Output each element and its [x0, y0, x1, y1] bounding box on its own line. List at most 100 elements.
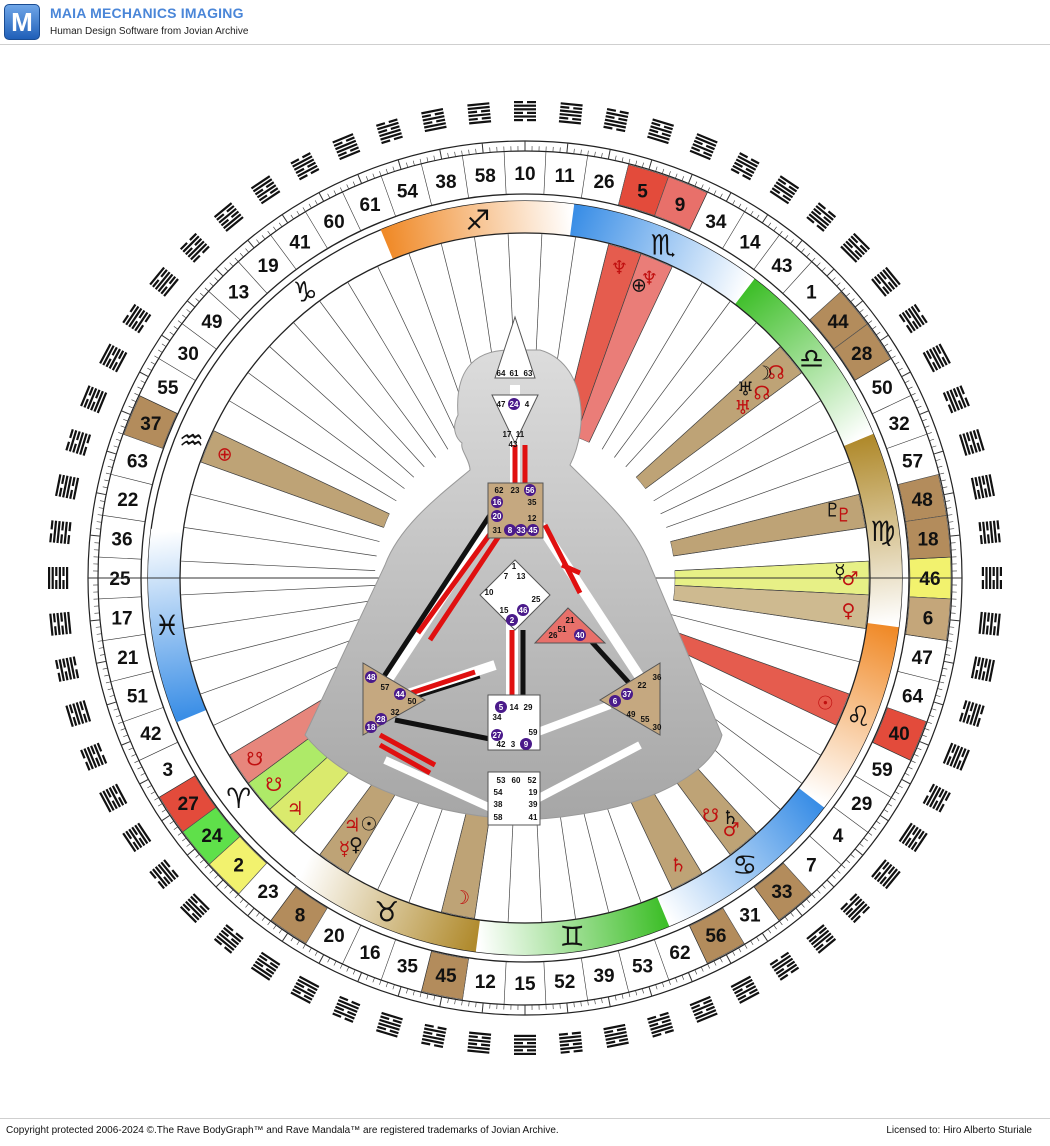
hexagram-line — [64, 522, 68, 544]
hexagram-icon — [467, 1032, 491, 1054]
hexagram-icon — [251, 952, 281, 981]
degree-tick — [919, 411, 928, 415]
hexagram-line — [993, 521, 997, 543]
gate-number-label: 45 — [435, 966, 457, 987]
bodygraph-gate-label: 63 — [524, 369, 533, 378]
degree-tick — [675, 978, 677, 983]
degree-tick — [864, 315, 868, 318]
degree-tick — [100, 501, 105, 502]
degree-tick — [386, 982, 388, 987]
degree-tick — [98, 641, 103, 642]
hexagram-line — [989, 567, 991, 589]
degree-tick — [745, 944, 748, 948]
gate-number-label: 30 — [178, 344, 199, 365]
bodygraph-gate-label: 1 — [512, 562, 517, 571]
hexagram-line — [996, 567, 998, 589]
degree-tick — [162, 809, 166, 812]
degree-tick — [837, 283, 841, 286]
hexagram-icon — [180, 893, 210, 923]
degree-tick — [420, 992, 421, 997]
hexagram-line — [58, 673, 62, 682]
degree-tick — [373, 978, 375, 983]
hexagram-icon — [871, 859, 901, 889]
degree-tick — [629, 992, 630, 997]
degree-tick — [138, 387, 142, 389]
hexagram-line — [993, 626, 996, 635]
hexagram-line — [993, 567, 995, 576]
bodygraph-gate-label: 29 — [524, 703, 533, 712]
gate-divider — [544, 152, 546, 195]
hexagram-icon — [122, 304, 151, 334]
degree-tick — [927, 432, 932, 434]
degree-tick — [868, 321, 872, 324]
license-text: Licensed to: Hiro Alberto Sturiale — [886, 1125, 1032, 1136]
degree-tick — [353, 182, 355, 187]
degree-tick — [141, 381, 145, 383]
gate-divider — [618, 950, 628, 992]
hexagram-line — [982, 580, 984, 589]
gate-number-label: 50 — [872, 378, 893, 399]
hexagram-line — [73, 656, 77, 665]
gate-divider — [887, 434, 927, 448]
degree-tick — [822, 268, 825, 272]
degree-tick — [297, 941, 300, 945]
degree-tick — [187, 301, 195, 307]
hexagram-icon — [332, 133, 360, 160]
degree-tick — [929, 715, 934, 717]
hexagram-line — [60, 534, 63, 543]
degree-tick — [151, 362, 155, 365]
gate-number-label: 9 — [675, 195, 686, 216]
hexagram-line — [376, 1029, 398, 1037]
degree-tick — [319, 193, 324, 202]
gate-number-label: 12 — [475, 972, 496, 993]
bodygraph-gate-label: 43 — [509, 440, 518, 449]
degree-tick — [398, 987, 401, 997]
degree-tick — [588, 151, 589, 156]
gate-divider — [654, 940, 668, 980]
degree-tick — [200, 293, 204, 296]
gate-number-label: 53 — [632, 957, 653, 978]
degree-tick — [656, 167, 658, 172]
hexagram-icon — [982, 567, 1002, 589]
degree-tick — [256, 912, 259, 916]
degree-tick — [832, 875, 836, 878]
degree-tick — [99, 648, 104, 649]
degree-tick — [118, 722, 123, 724]
zodiac-gemini-icon: ♊ — [560, 920, 585, 953]
bodygraph-gate-label: 32 — [391, 708, 400, 717]
hexagram-line — [437, 1026, 446, 1030]
hexagram-line — [985, 567, 987, 589]
planet-glyph-icon: ♆ — [611, 257, 628, 279]
hexagram-icon — [806, 924, 836, 954]
hexagram-line — [421, 1042, 430, 1046]
bodygraph-gate-label: 13 — [517, 572, 526, 581]
degree-tick — [785, 235, 788, 239]
bodygraph-gate-label: 28 — [377, 715, 386, 724]
bodygraph-gate-label: 7 — [504, 572, 509, 581]
hexagram-line — [49, 614, 53, 636]
degree-tick — [925, 728, 930, 730]
hexagram-line — [648, 1015, 670, 1023]
degree-tick — [303, 944, 306, 948]
degree-tick — [114, 446, 119, 448]
degree-tick — [448, 153, 449, 158]
gate-number-label: 56 — [705, 926, 726, 947]
hexagram-line — [68, 522, 71, 531]
hexagram-line — [435, 112, 444, 116]
degree-tick — [121, 741, 130, 745]
degree-tick — [876, 821, 880, 824]
bodygraph-gate-label: 2 — [510, 616, 515, 625]
degree-tick — [379, 980, 381, 985]
hexagram-line — [56, 613, 60, 635]
degree-tick — [917, 748, 922, 750]
degree-tick — [162, 344, 166, 347]
hexagram-icon — [514, 101, 536, 121]
degree-tick — [353, 970, 355, 975]
gate-number-label: 1 — [806, 283, 817, 304]
degree-tick — [944, 493, 954, 495]
degree-tick — [129, 748, 134, 750]
gate-number-label: 63 — [127, 451, 148, 472]
degree-tick — [944, 661, 954, 663]
hexagram-line — [467, 102, 489, 106]
hexagram-icon — [770, 175, 800, 204]
